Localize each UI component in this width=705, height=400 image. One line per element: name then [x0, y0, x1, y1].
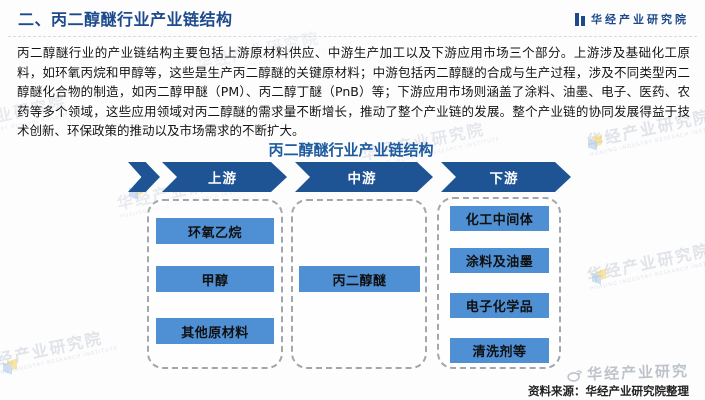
node-item: 电子化学品 — [450, 293, 549, 318]
weibo-icon — [567, 369, 583, 382]
source-note: 资料来源：华经产业研究院整理 — [528, 384, 689, 398]
node-item: 甲醇 — [156, 266, 274, 292]
brand-logo: 华经产业研究院 — [575, 11, 689, 27]
weibo-watermark: 华经产业研究 — [567, 360, 690, 385]
chevron-icon — [128, 162, 160, 192]
stage-arrow-row: 上游 中游 下游 — [0, 162, 705, 192]
node-item: 清洗剂等 — [450, 338, 549, 363]
node-item: 环氧乙烷 — [156, 218, 274, 244]
downstream-group: 化工中间体 涂料及油墨 电子化学品 清洗剂等 — [437, 197, 561, 369]
stage-arrow-downstream: 下游 — [441, 162, 571, 192]
cube-logo-mark — [592, 268, 606, 285]
midstream-group: 丙二醇醚 — [291, 199, 427, 369]
stage-label-downstream: 下游 — [489, 171, 519, 187]
node-item: 化工中间体 — [450, 206, 549, 231]
node-item: 丙二醇醚 — [299, 266, 420, 292]
weibo-watermark-label: 华经产业研究 — [586, 361, 690, 384]
node-item: 其他原材料 — [156, 318, 274, 344]
stage-arrow-upstream: 上游 — [162, 162, 287, 192]
stage-arrow-midstream: 中游 — [295, 162, 433, 192]
stage-label-upstream: 上游 — [208, 171, 237, 187]
upstream-group: 环氧乙烷 甲醇 其他原材料 — [147, 199, 283, 369]
header-divider — [8, 36, 697, 37]
page-title: 二、丙二醇醚行业产业链结构 — [18, 10, 233, 29]
node-item: 涂料及油墨 — [450, 248, 549, 273]
stage-label-midstream: 中游 — [347, 171, 377, 187]
logo-bars-icon — [575, 12, 585, 26]
brand-logo-label: 华经产业研究院 — [591, 13, 689, 26]
diagram-title: 丙二醇醚行业产业链结构 — [268, 141, 434, 159]
cube-logo-mark — [3, 358, 17, 375]
intro-paragraph: 丙二醇醚行业的产业链结构主要包括上游原材料供应、中游生产加工以及下游应用市场三个… — [17, 45, 690, 139]
